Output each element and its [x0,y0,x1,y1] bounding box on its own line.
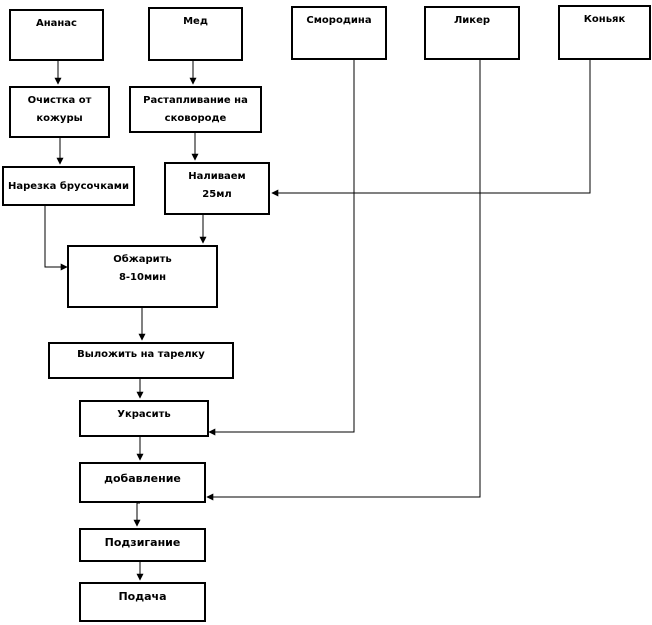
node-obzharit: Обжарить 8-10мин [67,245,218,308]
arrow-narezka-to-obzharit [44,206,68,271]
node-nalivaem: Наливаем 25мл [164,162,270,215]
node-podzhiganie: Подзигание [79,528,206,562]
node-narezka: Нарезка брусочками [2,166,135,206]
node-smorodina: Смородина [291,6,387,60]
node-ochistka: Очистка от кожуры [9,86,110,138]
arrow-smorodina-to-ukrasit [208,60,355,436]
node-liker: Ликер [424,6,520,60]
node-podacha: Подача [79,582,206,622]
node-vylozhit: Выложить на тарелку [48,342,234,379]
arrow-konyak-to-nalivaem [271,60,591,197]
node-med: Мед [148,7,243,61]
node-dobavlenie: добавление [79,462,206,503]
node-konyak: Коньяк [558,5,651,60]
node-ukrasit: Украсить [79,400,209,437]
arrow-ananas-to-ochistka [54,59,62,85]
arrow-liker-to-dobavlenie [206,60,481,501]
arrow-dobavlenie-to-podzhiganie [133,502,141,527]
node-rastaplivanie: Растапливание на сковороде [129,86,262,133]
node-ananas: Ананас [9,9,104,61]
